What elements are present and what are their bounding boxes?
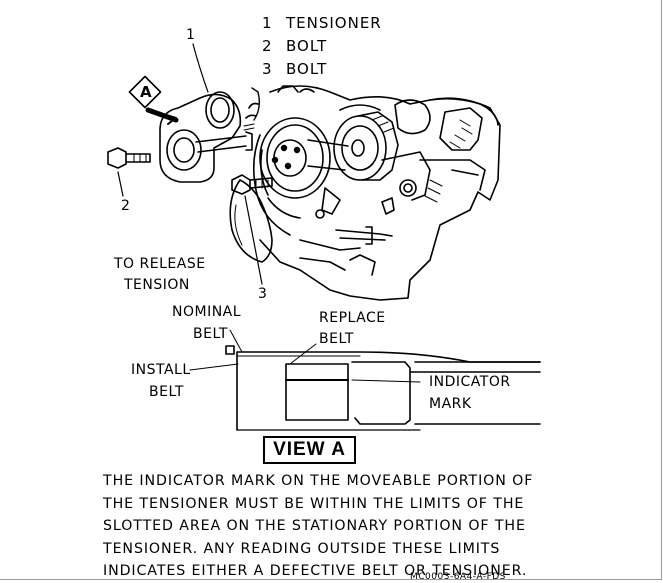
- indicator-mark-label-line1: INDICATOR: [429, 374, 511, 390]
- note-line: THE INDICATOR MARK ON THE MOVEABLE PORTI…: [103, 473, 534, 489]
- legend-label: TENSIONER: [286, 14, 382, 32]
- legend-number: 3: [262, 60, 273, 78]
- legend-label: BOLT: [286, 37, 328, 55]
- pulley-main: [252, 117, 331, 236]
- view-a-title: VIEW A: [263, 436, 356, 464]
- view-a-arrow: [128, 75, 179, 125]
- release-label-line1: TO RELEASE: [114, 256, 206, 272]
- install-belt-label-line2: BELT: [149, 384, 184, 400]
- callout-number-3: 3: [258, 286, 268, 302]
- nominal-belt-label-line1: NOMINAL: [172, 304, 242, 320]
- callout-number-1: 1: [186, 27, 196, 43]
- callout-number-2: 2: [121, 198, 131, 214]
- replace-belt-label-line1: REPLACE: [319, 310, 386, 326]
- instruction-note: THE INDICATOR MARK ON THE MOVEABLE PORTI…: [103, 470, 543, 583]
- legend-number: 2: [262, 37, 273, 55]
- tensioner-assembly: [159, 87, 261, 183]
- figure-code: MC0003-6A4-A-FDS: [410, 572, 506, 582]
- bolt-2: [107, 147, 151, 169]
- replace-belt-label-line2: BELT: [319, 331, 354, 347]
- note-line: THE TENSIONER MUST BE WITHIN THE LIMITS …: [103, 495, 525, 512]
- engine-block: [259, 85, 501, 301]
- legend-item-3: 3 BOLT: [262, 60, 327, 78]
- note-line: TENSIONER. ANY READING OUTSIDE THESE LIM…: [103, 540, 501, 557]
- bolt-3: [231, 174, 273, 195]
- view-a-detail: [189, 329, 541, 431]
- legend-label: BOLT: [286, 60, 328, 78]
- nominal-belt-label-line2: BELT: [193, 326, 228, 342]
- release-label-line2: TENSION: [124, 277, 190, 293]
- note-line: SLOTTED AREA ON THE STATIONARY PORTION O…: [103, 518, 526, 534]
- callout-line-3: [244, 195, 263, 285]
- install-belt-label-line1: INSTALL: [131, 362, 191, 378]
- indicator-mark-label-line2: MARK: [429, 396, 472, 412]
- pulley-secondary: [307, 111, 399, 245]
- legend-item-2: 2 BOLT: [262, 37, 327, 55]
- view-arrow-letter: A: [140, 83, 153, 101]
- callout-line-1: [192, 43, 209, 93]
- legend-number: 1: [262, 14, 273, 32]
- drive-belt: [229, 179, 273, 263]
- callout-line-2: [117, 171, 124, 197]
- legend-item-1: 1 TENSIONER: [262, 14, 382, 32]
- note-line: INDICATES EITHER A DEFECTIVE BELT OR TEN…: [103, 563, 528, 579]
